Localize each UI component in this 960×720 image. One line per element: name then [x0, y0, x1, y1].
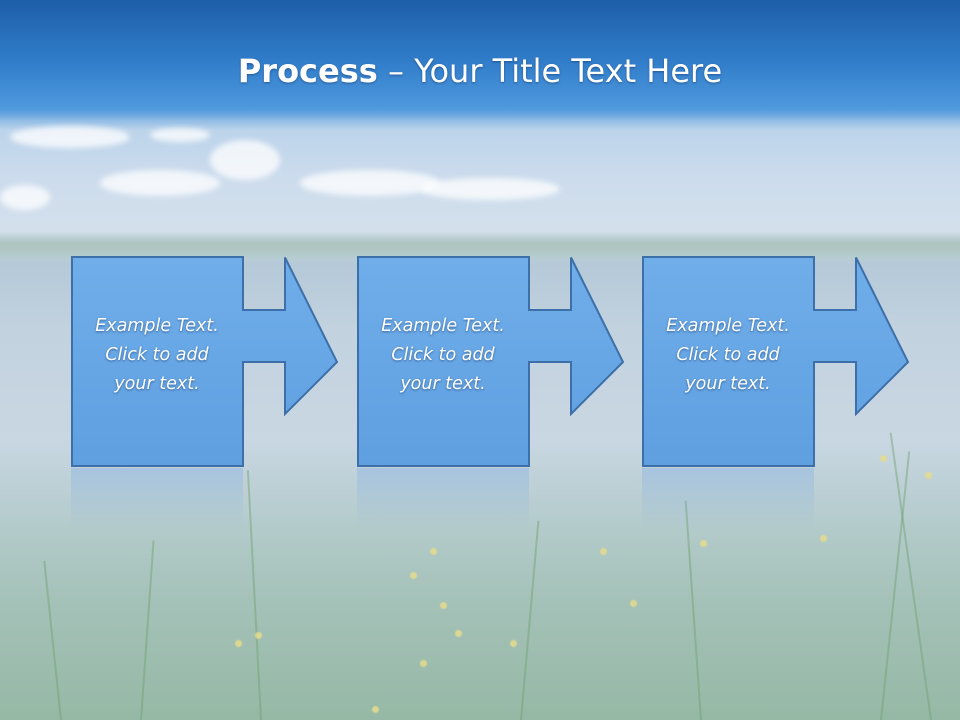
flower	[600, 548, 607, 555]
cloud	[100, 170, 220, 196]
cloud	[150, 128, 210, 142]
step-text-line: Example Text.	[95, 316, 219, 336]
flower	[430, 548, 437, 555]
flower	[410, 572, 417, 579]
slide-title[interactable]: Process – Your Title Text Here	[0, 52, 960, 90]
title-bold-part: Process	[237, 52, 378, 90]
right-arrow-icon	[642, 256, 910, 467]
flower	[455, 630, 462, 637]
flower	[372, 706, 379, 713]
cloud	[300, 170, 440, 196]
flower	[630, 600, 637, 607]
step-text-line: Example Text.	[381, 316, 505, 336]
flower	[820, 535, 827, 542]
right-arrow-icon	[71, 256, 339, 467]
flower	[440, 602, 447, 609]
process-step-2[interactable]: Example Text. Click to add your text.	[357, 256, 625, 528]
step-text-line: Click to add	[391, 345, 495, 365]
step-text-line: Click to add	[105, 345, 209, 365]
step-text-line: Example Text.	[666, 316, 790, 336]
step-text[interactable]: Example Text. Click to add your text.	[357, 312, 529, 399]
flower	[880, 455, 887, 462]
meadow	[0, 440, 960, 720]
process-step-1[interactable]: Example Text. Click to add your text.	[71, 256, 339, 528]
step-text[interactable]: Example Text. Click to add your text.	[642, 312, 814, 399]
step-reflection	[357, 468, 529, 528]
flower	[420, 660, 427, 667]
step-reflection	[642, 468, 814, 528]
step-reflection	[71, 468, 243, 528]
flower	[235, 640, 242, 647]
flower	[925, 472, 932, 479]
step-text[interactable]: Example Text. Click to add your text.	[71, 312, 243, 399]
cloud	[210, 140, 280, 180]
title-rest-part: – Your Title Text Here	[377, 52, 723, 90]
cloud	[0, 185, 50, 210]
title-band	[0, 0, 960, 130]
step-text-line: Click to add	[676, 345, 780, 365]
step-text-line: your text.	[400, 374, 486, 394]
flower	[700, 540, 707, 547]
flower	[510, 640, 517, 647]
step-text-line: your text.	[685, 374, 771, 394]
step-text-line: your text.	[114, 374, 200, 394]
cloud	[420, 178, 560, 200]
right-arrow-icon	[357, 256, 625, 467]
process-step-3[interactable]: Example Text. Click to add your text.	[642, 256, 910, 528]
cloud	[10, 126, 130, 148]
flower	[255, 632, 262, 639]
